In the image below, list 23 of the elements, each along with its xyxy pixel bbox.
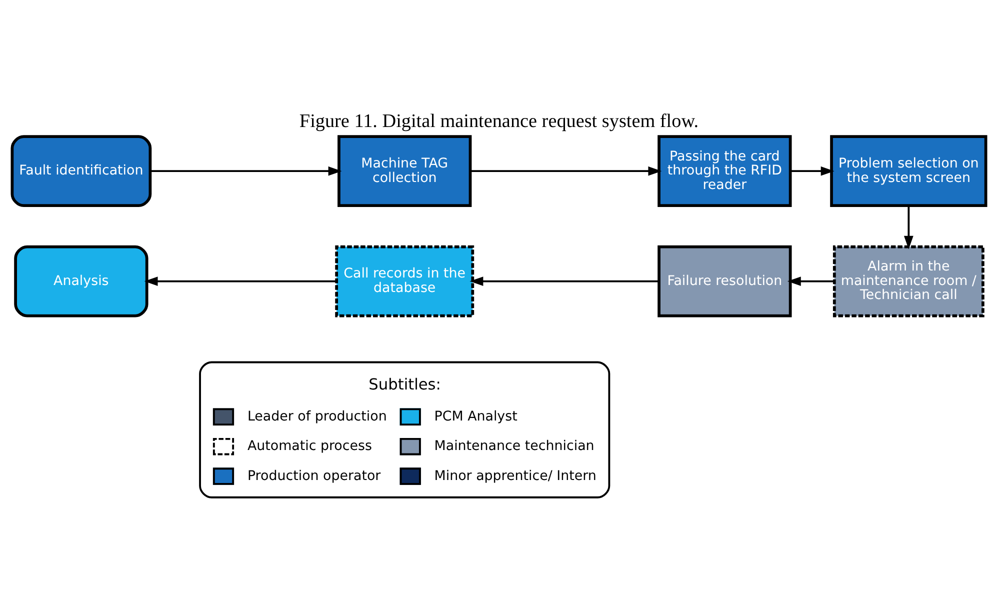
arrow — [904, 206, 914, 250]
label: Subtitles: — [368, 375, 441, 394]
node-box: Problem selection on the system screen — [830, 135, 988, 208]
node-box: Alarm in the maintenance room / Technician call — [832, 245, 984, 318]
node-box: Analysis — [14, 245, 148, 318]
arrow — [787, 276, 834, 286]
legend-label: Automatic process — [247, 439, 372, 454]
node-box: Call records in the database — [335, 245, 474, 318]
legend-label: Leader of production — [247, 409, 387, 424]
arrow — [470, 166, 662, 176]
legend-label: Minor apprentice/ Intern — [434, 468, 596, 484]
legend-label: Maintenance technician — [434, 439, 594, 454]
arrow — [144, 276, 336, 286]
node-box: Failure resolution — [658, 245, 792, 318]
arrow — [150, 166, 342, 176]
legend-label: Production operator — [247, 468, 381, 484]
arrow — [470, 276, 659, 286]
node-box: Fault identification — [10, 135, 152, 208]
node-box: Passing the card through the RFID reader — [658, 135, 792, 208]
arrow — [790, 166, 834, 176]
diagram-title: Figure 11. Digital maintenance request system flow. — [299, 111, 699, 132]
node-box: Machine TAG collection — [338, 135, 472, 208]
legend-label: PCM Analyst — [434, 409, 518, 424]
